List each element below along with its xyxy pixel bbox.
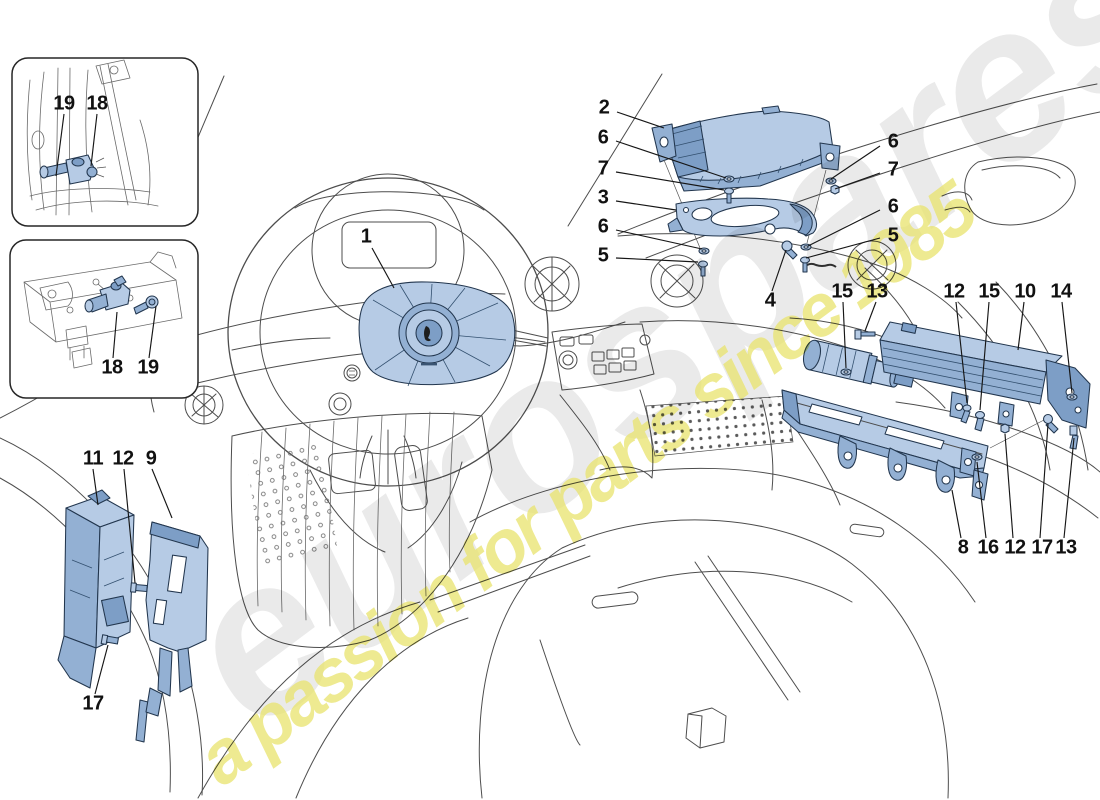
- screw: [697, 260, 709, 277]
- floor-and-pedals: [230, 411, 493, 648]
- vent-center-left: [524, 256, 580, 312]
- callout-18-inset1: 18: [86, 92, 108, 115]
- nut-12b: [1000, 423, 1010, 434]
- callout-11: 11: [82, 447, 104, 470]
- airbag-label-text: [421, 363, 437, 366]
- callout-16: 16: [977, 536, 999, 559]
- screw: [723, 187, 735, 204]
- callout-10: 10: [1014, 280, 1036, 303]
- passenger-knee-airbag: [802, 321, 1091, 429]
- door-mirror: [941, 156, 1076, 226]
- engine-start-button: [343, 364, 361, 382]
- center-console: [551, 323, 794, 479]
- fasteners-dash: [697, 175, 840, 277]
- fasteners-left: [100, 582, 148, 645]
- airbag-bracket: [667, 197, 818, 237]
- callout-12c: 12: [112, 447, 134, 470]
- callout-1: 1: [360, 225, 372, 248]
- chassis-sensor: [84, 275, 131, 313]
- screw-12: [130, 582, 148, 593]
- gas-generator-cylinder: [802, 339, 915, 388]
- driver-knee-airbag: [57, 489, 135, 689]
- vent-center-right: [650, 254, 704, 308]
- driver-airbag: [358, 281, 516, 387]
- screw-17: [100, 634, 119, 645]
- callout-13a: 13: [866, 280, 888, 303]
- ferrari-horse-emblem: [424, 326, 431, 342]
- washer-15a: [840, 368, 852, 376]
- inset-chassis-sensor: [9, 239, 199, 399]
- callout-9: 9: [145, 447, 157, 470]
- tunnel-grille: [246, 443, 338, 566]
- washer: [825, 177, 837, 185]
- callout-19-inset1: 19: [53, 92, 75, 115]
- callout-15b: 15: [978, 280, 1000, 303]
- washer: [698, 247, 710, 255]
- callout-12b: 12: [1004, 536, 1026, 559]
- inset-seat-sensor: [11, 57, 199, 227]
- car-interior-art: [0, 73, 1100, 799]
- callout-7b: 7: [887, 158, 899, 181]
- knee-airbag-bracket: [781, 389, 1045, 501]
- callout-17a: 17: [1031, 536, 1053, 559]
- callout-15a: 15: [831, 280, 853, 303]
- callout-19-inset2: 19: [137, 356, 159, 379]
- screw-4: [781, 240, 798, 260]
- callout-18-inset2: 18: [101, 356, 123, 379]
- wheel-knob: [328, 392, 352, 416]
- callout-12a: 12: [943, 280, 965, 303]
- fasteners-right: [840, 329, 1079, 461]
- washer-16: [971, 453, 983, 461]
- screw-12a: [960, 404, 972, 424]
- callout-7a: 7: [597, 157, 609, 180]
- callout-6c: 6: [887, 130, 899, 153]
- callout-4: 4: [764, 289, 776, 312]
- callout-2: 2: [598, 96, 610, 119]
- screw-15b: [974, 410, 986, 432]
- washer-14: [1066, 393, 1078, 401]
- screw-13a: [854, 329, 876, 340]
- vent-right: [847, 240, 897, 290]
- leader-lines: [55, 111, 1075, 695]
- vent-left: [184, 385, 224, 425]
- callout-8: 8: [957, 536, 969, 559]
- seats: [197, 281, 1100, 799]
- screw-17b: [1042, 413, 1059, 434]
- screw: [799, 256, 811, 273]
- knee-airbag-trim: [135, 521, 209, 743]
- callout-17b: 17: [82, 692, 104, 715]
- speaker-grille: [645, 395, 794, 457]
- washer: [723, 175, 735, 183]
- dash-script-badge: [803, 262, 837, 268]
- callout-6a: 6: [597, 126, 609, 149]
- seatbelt-sensor: [39, 154, 107, 185]
- callout-13b: 13: [1055, 536, 1077, 559]
- sensor-screw: [133, 295, 159, 315]
- callout-14: 14: [1050, 280, 1072, 303]
- callout-6d: 6: [887, 195, 899, 218]
- screw-13b: [1069, 425, 1079, 450]
- callout-5b: 5: [887, 224, 899, 247]
- callout-3: 3: [597, 186, 609, 209]
- callout-5a: 5: [597, 244, 609, 267]
- air-vents: [184, 240, 897, 425]
- callout-6b: 6: [597, 215, 609, 238]
